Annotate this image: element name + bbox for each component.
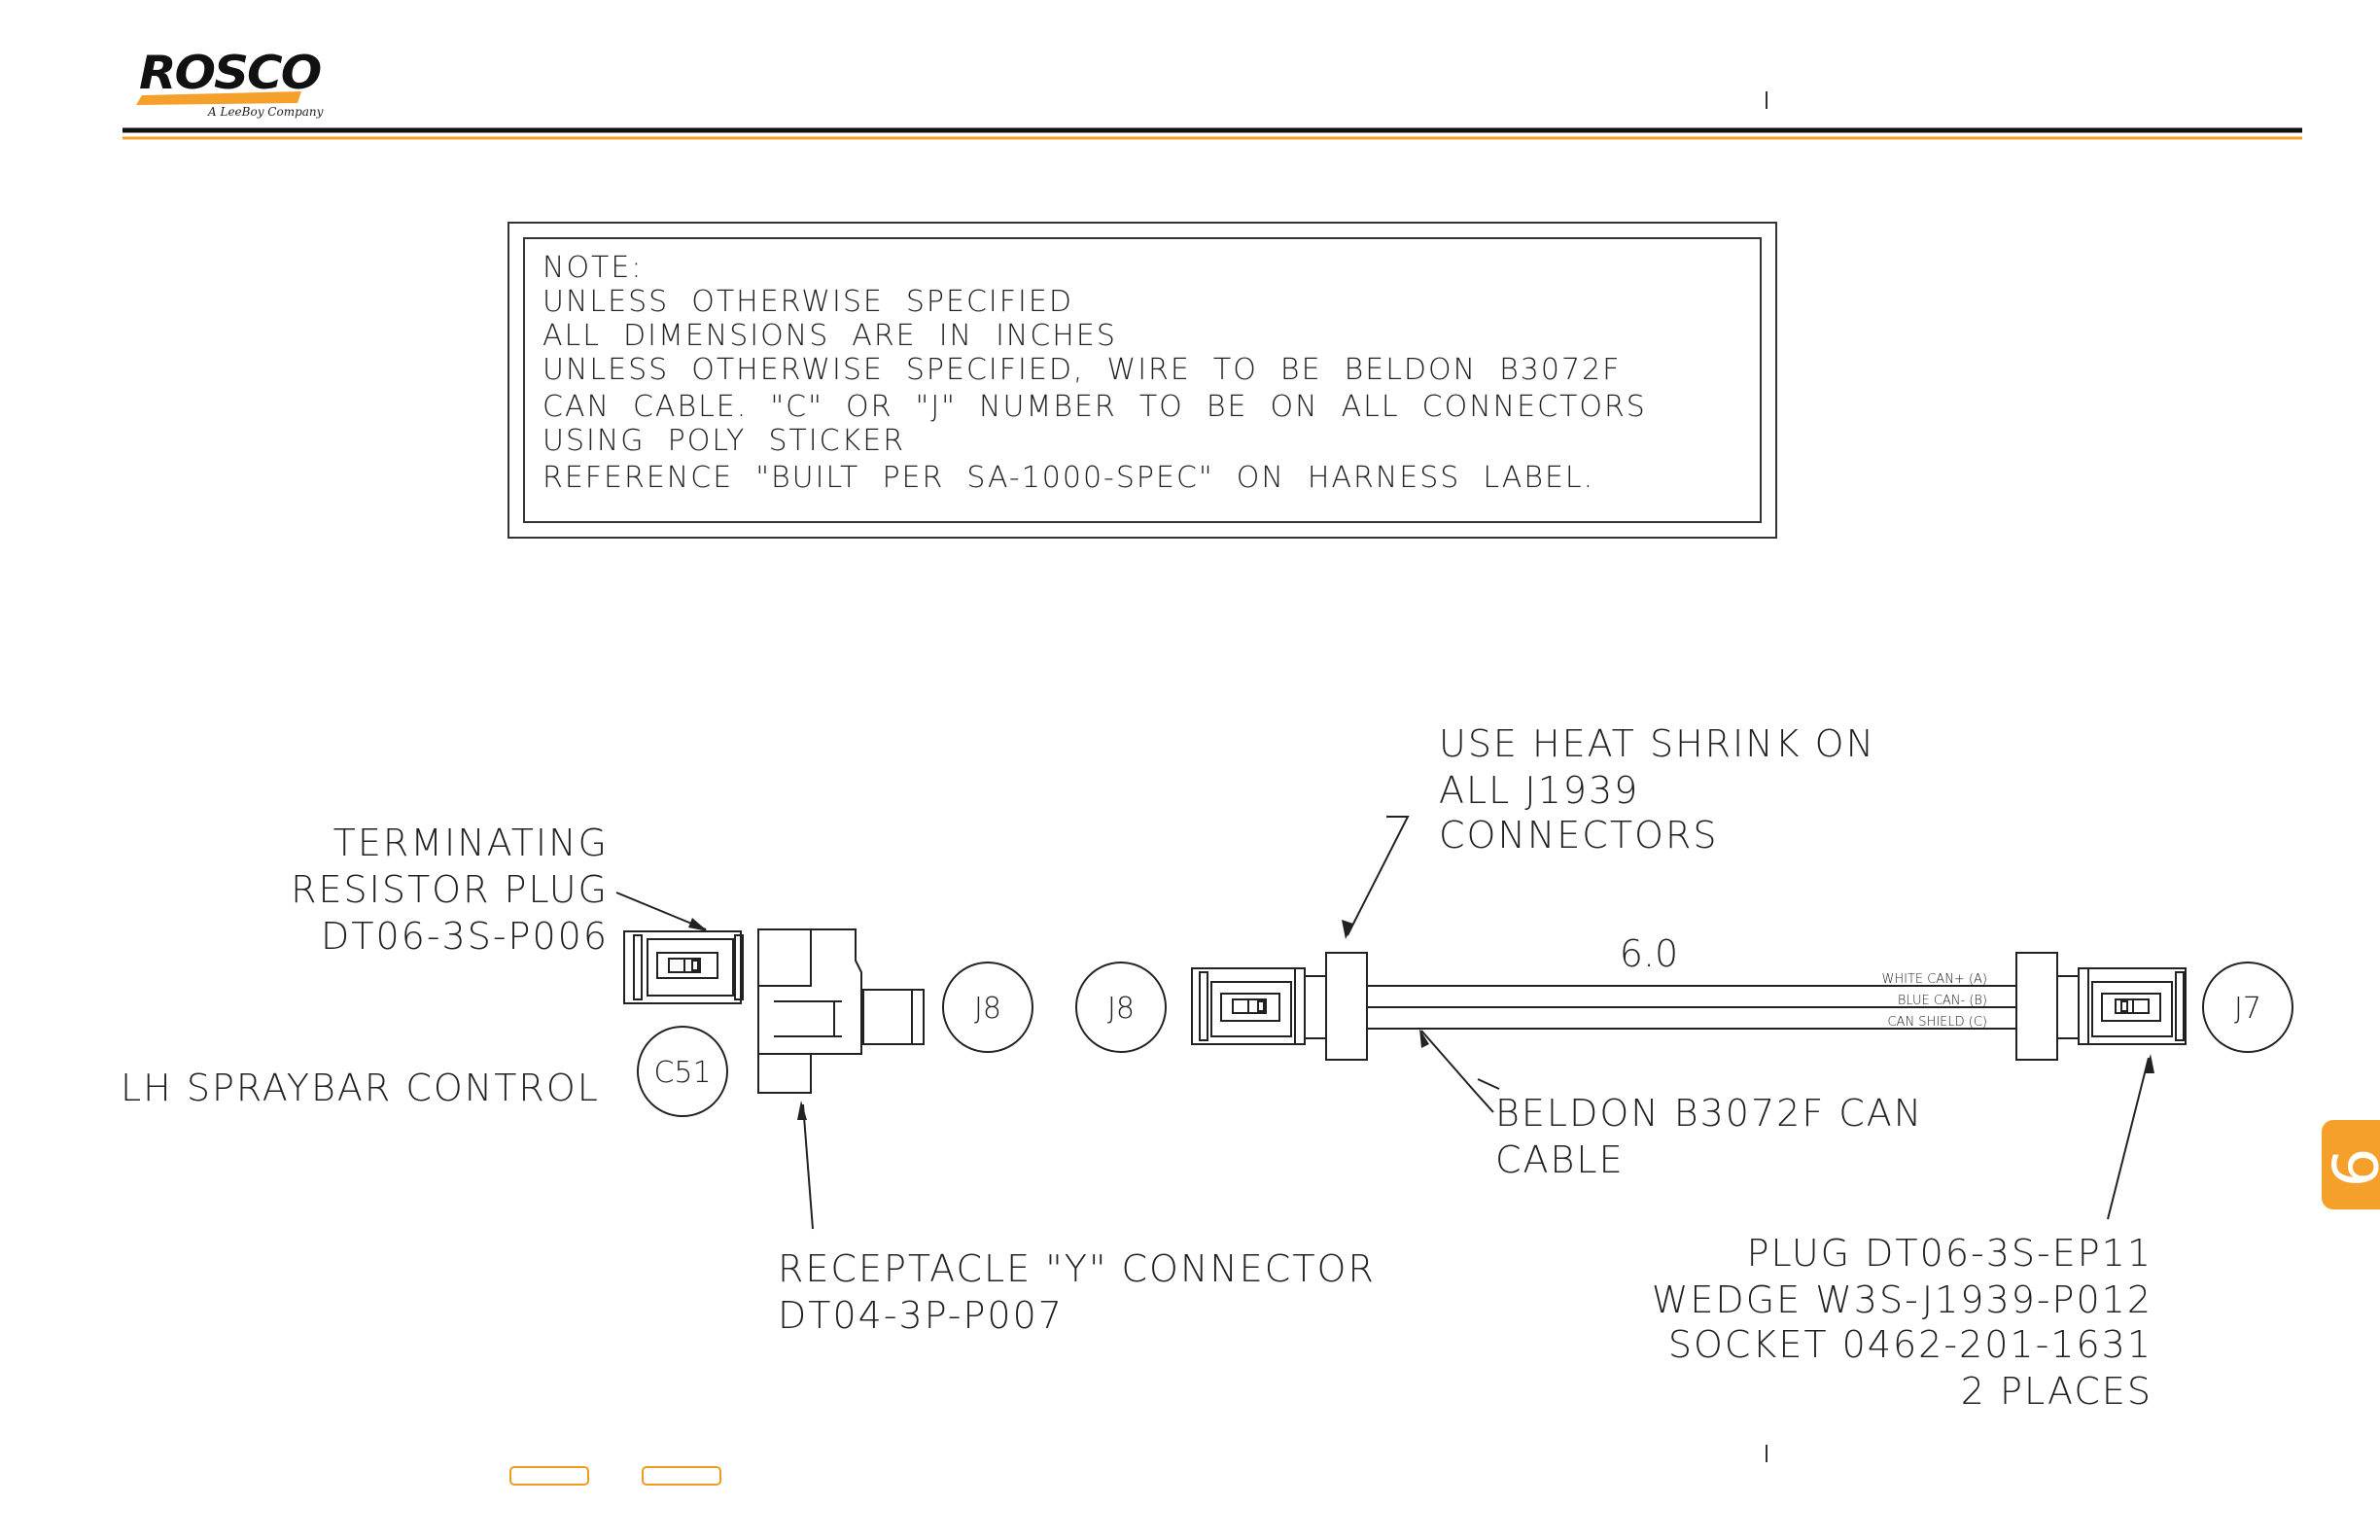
white-can-label: WHITE CAN+ (A): [1881, 972, 1987, 987]
receptacle-label-2: DT04-3P-P007: [778, 1294, 1064, 1337]
can-cable: [1367, 985, 2016, 1030]
footer-next-button[interactable]: [642, 1466, 721, 1486]
arrowheads: [688, 918, 2154, 1120]
logo-swoosh: [136, 91, 301, 105]
terminating-resistor-plug: [623, 930, 744, 1004]
beldon-label-1: BELDON B3072F CAN: [1495, 1092, 1923, 1135]
receptacle-label-1: RECEPTACLE "Y" CONNECTOR: [778, 1247, 1376, 1290]
plug-label-3: SOCKET 0462-201-1631: [1668, 1323, 2152, 1366]
j8-left-circle: [942, 962, 1033, 1053]
plug-label-2: WEDGE W3S-J1939-P012: [1652, 1278, 2152, 1321]
chapter-tab-label: 9: [2317, 1140, 2380, 1195]
footer-prev-button[interactable]: [509, 1466, 589, 1486]
j7-label: J7: [2234, 992, 2261, 1026]
chapter-tab[interactable]: 9: [2317, 1120, 2380, 1209]
j8-plug-left: [1191, 967, 1327, 1045]
plug-label-4: 2 PLACES: [1961, 1370, 2152, 1413]
note-line-5: CAN CABLE. "C" OR "J" NUMBER TO BE ON AL…: [542, 390, 1647, 424]
j7-plug-right: [2056, 967, 2187, 1045]
j8-right-circle: [1075, 962, 1167, 1053]
terminating-label-1: TERMINATING: [333, 822, 609, 864]
terminating-label-3: DT06-3S-P006: [321, 915, 609, 958]
c51-circle: [637, 1026, 728, 1117]
beldon-label-2: CABLE: [1495, 1138, 1625, 1181]
plug-label-1: PLUG DT06-3S-EP11: [1747, 1232, 2152, 1275]
heat-shrink-label-2: ALL J1939: [1439, 769, 1639, 812]
lh-spraybar-label: LH SPRAYBAR CONTROL: [121, 1067, 600, 1109]
note-line-7: REFERENCE "BUILT PER SA-1000-SPEC" ON HA…: [542, 461, 1595, 495]
note-line-2: UNLESS OTHERWISE SPECIFIED: [542, 285, 1073, 319]
y-connector: [757, 928, 925, 1094]
note-line-6: USING POLY STICKER: [542, 424, 906, 458]
terminating-label-2: RESISTOR PLUG: [291, 868, 609, 911]
note-line-4: UNLESS OTHERWISE SPECIFIED, WIRE TO BE B…: [542, 353, 1622, 387]
heat-shrink-label-3: CONNECTORS: [1439, 814, 1718, 857]
can-shield-label: CAN SHIELD (C): [1887, 1015, 1987, 1030]
note-box: NOTE: UNLESS OTHERWISE SPECIFIED ALL DIM…: [508, 222, 1777, 539]
c51-label: C51: [653, 1056, 711, 1090]
j8-left-label: J8: [974, 992, 1001, 1026]
note-line-3: ALL DIMENSIONS ARE IN INCHES: [542, 319, 1117, 353]
heat-shrink-left: [1325, 952, 1368, 1061]
logo-wordmark: ROSCO: [139, 46, 322, 100]
dimension-label: 6.0: [1620, 932, 1678, 975]
j8-right-label: J8: [1107, 992, 1135, 1026]
heat-shrink-label-1: USE HEAT SHRINK ON: [1439, 722, 1875, 765]
logo-tagline: A LeeBoy Company: [208, 105, 324, 119]
j7-circle: [2202, 962, 2293, 1053]
heat-shrink-right: [2015, 952, 2058, 1061]
blue-can-label: BLUE CAN- (B): [1898, 994, 1987, 1008]
leader-lines: [615, 816, 2150, 1230]
note-line-1: NOTE:: [542, 251, 644, 285]
note-inner-frame: NOTE: UNLESS OTHERWISE SPECIFIED ALL DIM…: [523, 237, 1762, 523]
